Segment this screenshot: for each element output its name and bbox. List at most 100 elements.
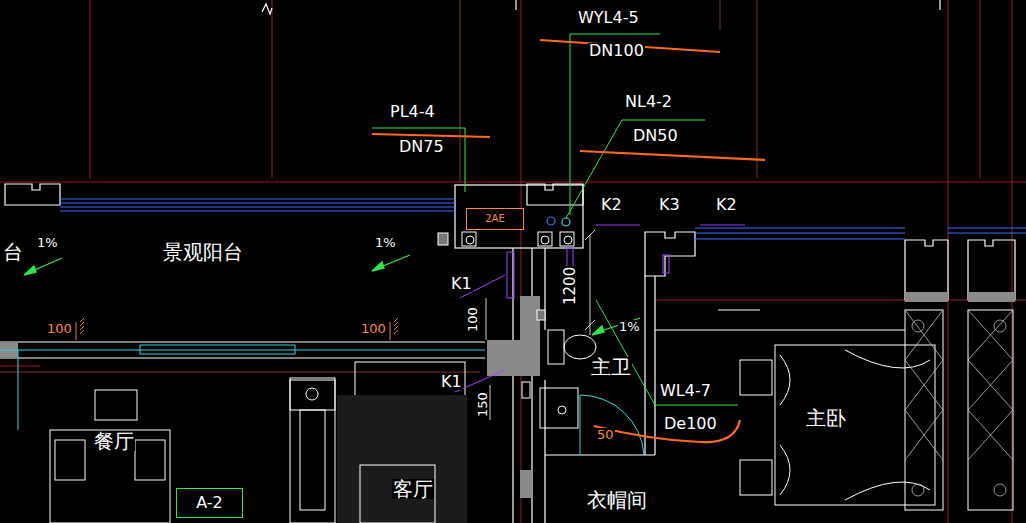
box-label: A-2 (196, 495, 223, 511)
tick-mark (76, 318, 84, 340)
window (18, 350, 19, 430)
pipe-symbol (541, 236, 549, 244)
equipment-box: 2AE (466, 208, 524, 230)
wall-fill (0, 292, 1015, 498)
wall-fill (905, 292, 948, 302)
pipe-tag: NL4-2 (624, 94, 673, 110)
dimension-line (486, 230, 595, 420)
pipe-symbol (438, 232, 574, 246)
room-name: 主卧 (805, 408, 847, 428)
slope-label: 1% (374, 236, 397, 249)
railing (60, 207, 455, 208)
room-name: 衣帽间 (586, 490, 648, 510)
axis-line (521, 0, 522, 523)
callout-tag: K3 (658, 197, 681, 213)
grid-line (0, 372, 480, 373)
furniture (740, 460, 772, 495)
curtain (994, 320, 1006, 332)
callout-tag: K1 (450, 276, 473, 292)
dimension-line (585, 320, 595, 330)
pipe-tag: PL4-4 (389, 104, 436, 120)
slope-arrow (24, 266, 36, 275)
wall-fill (520, 470, 532, 498)
room-name: 景观阳台 (162, 242, 244, 262)
callout-tag: K2 (600, 197, 623, 213)
pipe-size: DN50 (632, 128, 679, 144)
dimension: 50 (596, 428, 615, 441)
tag-box: A-2 (176, 488, 243, 518)
leader-line (596, 300, 738, 405)
furniture (905, 310, 943, 510)
pipe-symbol (462, 232, 476, 246)
axis-line (272, 0, 273, 178)
sanitary-fixture (522, 382, 530, 398)
curtain (994, 484, 1006, 496)
carpet (337, 395, 467, 523)
railing (695, 233, 905, 234)
highlight-mark (372, 134, 490, 137)
slope-label: 1% (36, 236, 59, 249)
riser-symbol (547, 217, 555, 225)
furniture (740, 360, 772, 395)
highlight-mark (372, 40, 765, 442)
wall (527, 184, 583, 205)
wall (5, 184, 60, 205)
sanitary-fixture (537, 310, 545, 320)
wall (655, 329, 905, 330)
curtain (912, 484, 924, 496)
riser-symbol (562, 218, 570, 226)
room-name: 客厅 (392, 479, 434, 499)
window (140, 345, 295, 354)
dimension: 100 (46, 322, 73, 335)
tick-mark (390, 318, 398, 340)
wall-fill (487, 340, 540, 376)
leader-line (372, 128, 465, 192)
slope-arrow (598, 318, 640, 332)
leader-line (372, 34, 738, 405)
riser-symbol (547, 217, 570, 226)
window (0, 350, 485, 351)
curtain (912, 320, 924, 332)
furniture (135, 440, 165, 480)
axis-line (0, 366, 40, 367)
furniture (845, 350, 930, 500)
wall (512, 248, 513, 523)
dimension-line (490, 385, 491, 420)
wall (455, 185, 583, 248)
dimension-line (590, 235, 591, 335)
slope-arrow (592, 326, 604, 335)
dimension: 1200 (563, 266, 578, 306)
highlight-mark (580, 151, 765, 160)
callout-tag: K2 (715, 197, 738, 213)
furniture (290, 380, 335, 410)
railing (60, 203, 455, 204)
wall (654, 276, 655, 455)
pipe-size: DN100 (588, 43, 645, 59)
pipe-tag: WL4-7 (659, 383, 712, 399)
sanitary-fixture (522, 310, 596, 428)
axis-line (1012, 0, 1013, 523)
window (580, 395, 581, 455)
wall (968, 240, 1015, 300)
furniture (968, 310, 1013, 510)
dimension-line (486, 298, 487, 340)
dimension: 150 (476, 391, 489, 418)
pipe-leader (596, 225, 640, 226)
pipe-leader (507, 252, 514, 298)
axis-line (90, 0, 91, 178)
tick-mark (76, 318, 398, 340)
furniture (290, 378, 335, 523)
wall (515, 0, 516, 10)
sanitary-fixture (558, 406, 566, 414)
window (580, 395, 644, 455)
curtain (968, 310, 1013, 460)
railing (695, 239, 905, 240)
curtain (905, 310, 943, 460)
railing (60, 199, 1026, 239)
sanitary-fixture (540, 388, 578, 428)
dimension: 100 (360, 322, 387, 335)
